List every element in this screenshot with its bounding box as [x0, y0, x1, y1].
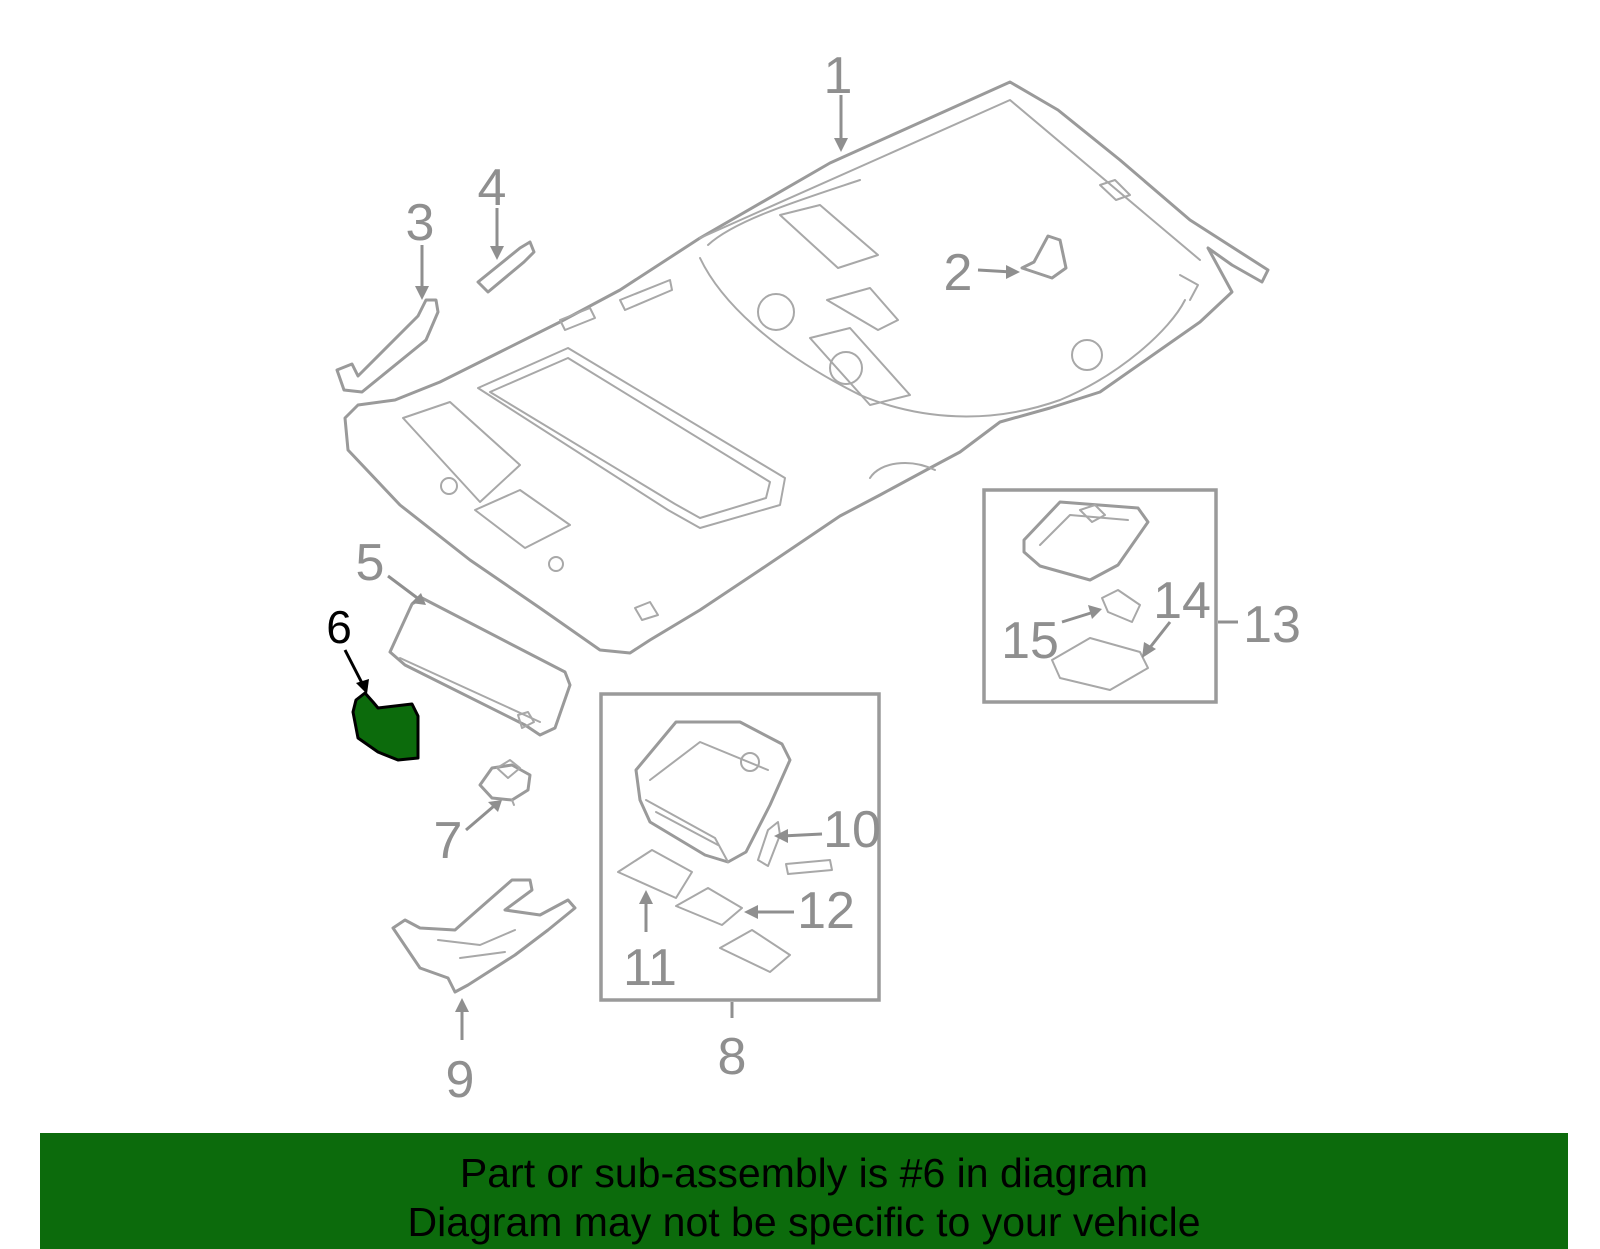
- callout-1: 1: [824, 47, 853, 105]
- visor-holder-part-6[interactable]: [351, 691, 420, 762]
- map-lamp-assembly-box-8[interactable]: [599, 692, 881, 1002]
- callout-14: 14: [1153, 572, 1211, 630]
- callout-4: 4: [478, 159, 507, 217]
- callout-7: 7: [434, 812, 463, 870]
- info-banner: Part or sub-assembly is #6 in diagram Di…: [40, 1133, 1568, 1249]
- banner-line-2: Diagram may not be specific to your vehi…: [407, 1199, 1201, 1245]
- callout-11: 11: [623, 939, 677, 997]
- callout-6: 6: [326, 601, 352, 653]
- visor-clip-part-7[interactable]: [478, 759, 532, 806]
- headliner-part-1[interactable]: [343, 80, 1270, 655]
- callout-10: 10: [823, 801, 881, 859]
- callout-13: 13: [1243, 596, 1301, 654]
- banner-line-1: Part or sub-assembly is #6 in diagram: [459, 1150, 1149, 1196]
- clip-part-2[interactable]: [1020, 234, 1068, 280]
- callout-3: 3: [406, 194, 435, 252]
- garnish-part-4[interactable]: [476, 240, 536, 294]
- callout-15: 15: [1001, 612, 1059, 670]
- bracket-part-9[interactable]: [391, 878, 577, 994]
- room-lamp-assembly-box-13[interactable]: [982, 488, 1218, 704]
- callout-12: 12: [797, 882, 855, 940]
- callout-2: 2: [944, 244, 973, 302]
- callout-9: 9: [446, 1051, 475, 1109]
- callout-5: 5: [356, 534, 385, 592]
- assist-handle-part-3[interactable]: [335, 298, 440, 394]
- callout-8: 8: [718, 1028, 747, 1086]
